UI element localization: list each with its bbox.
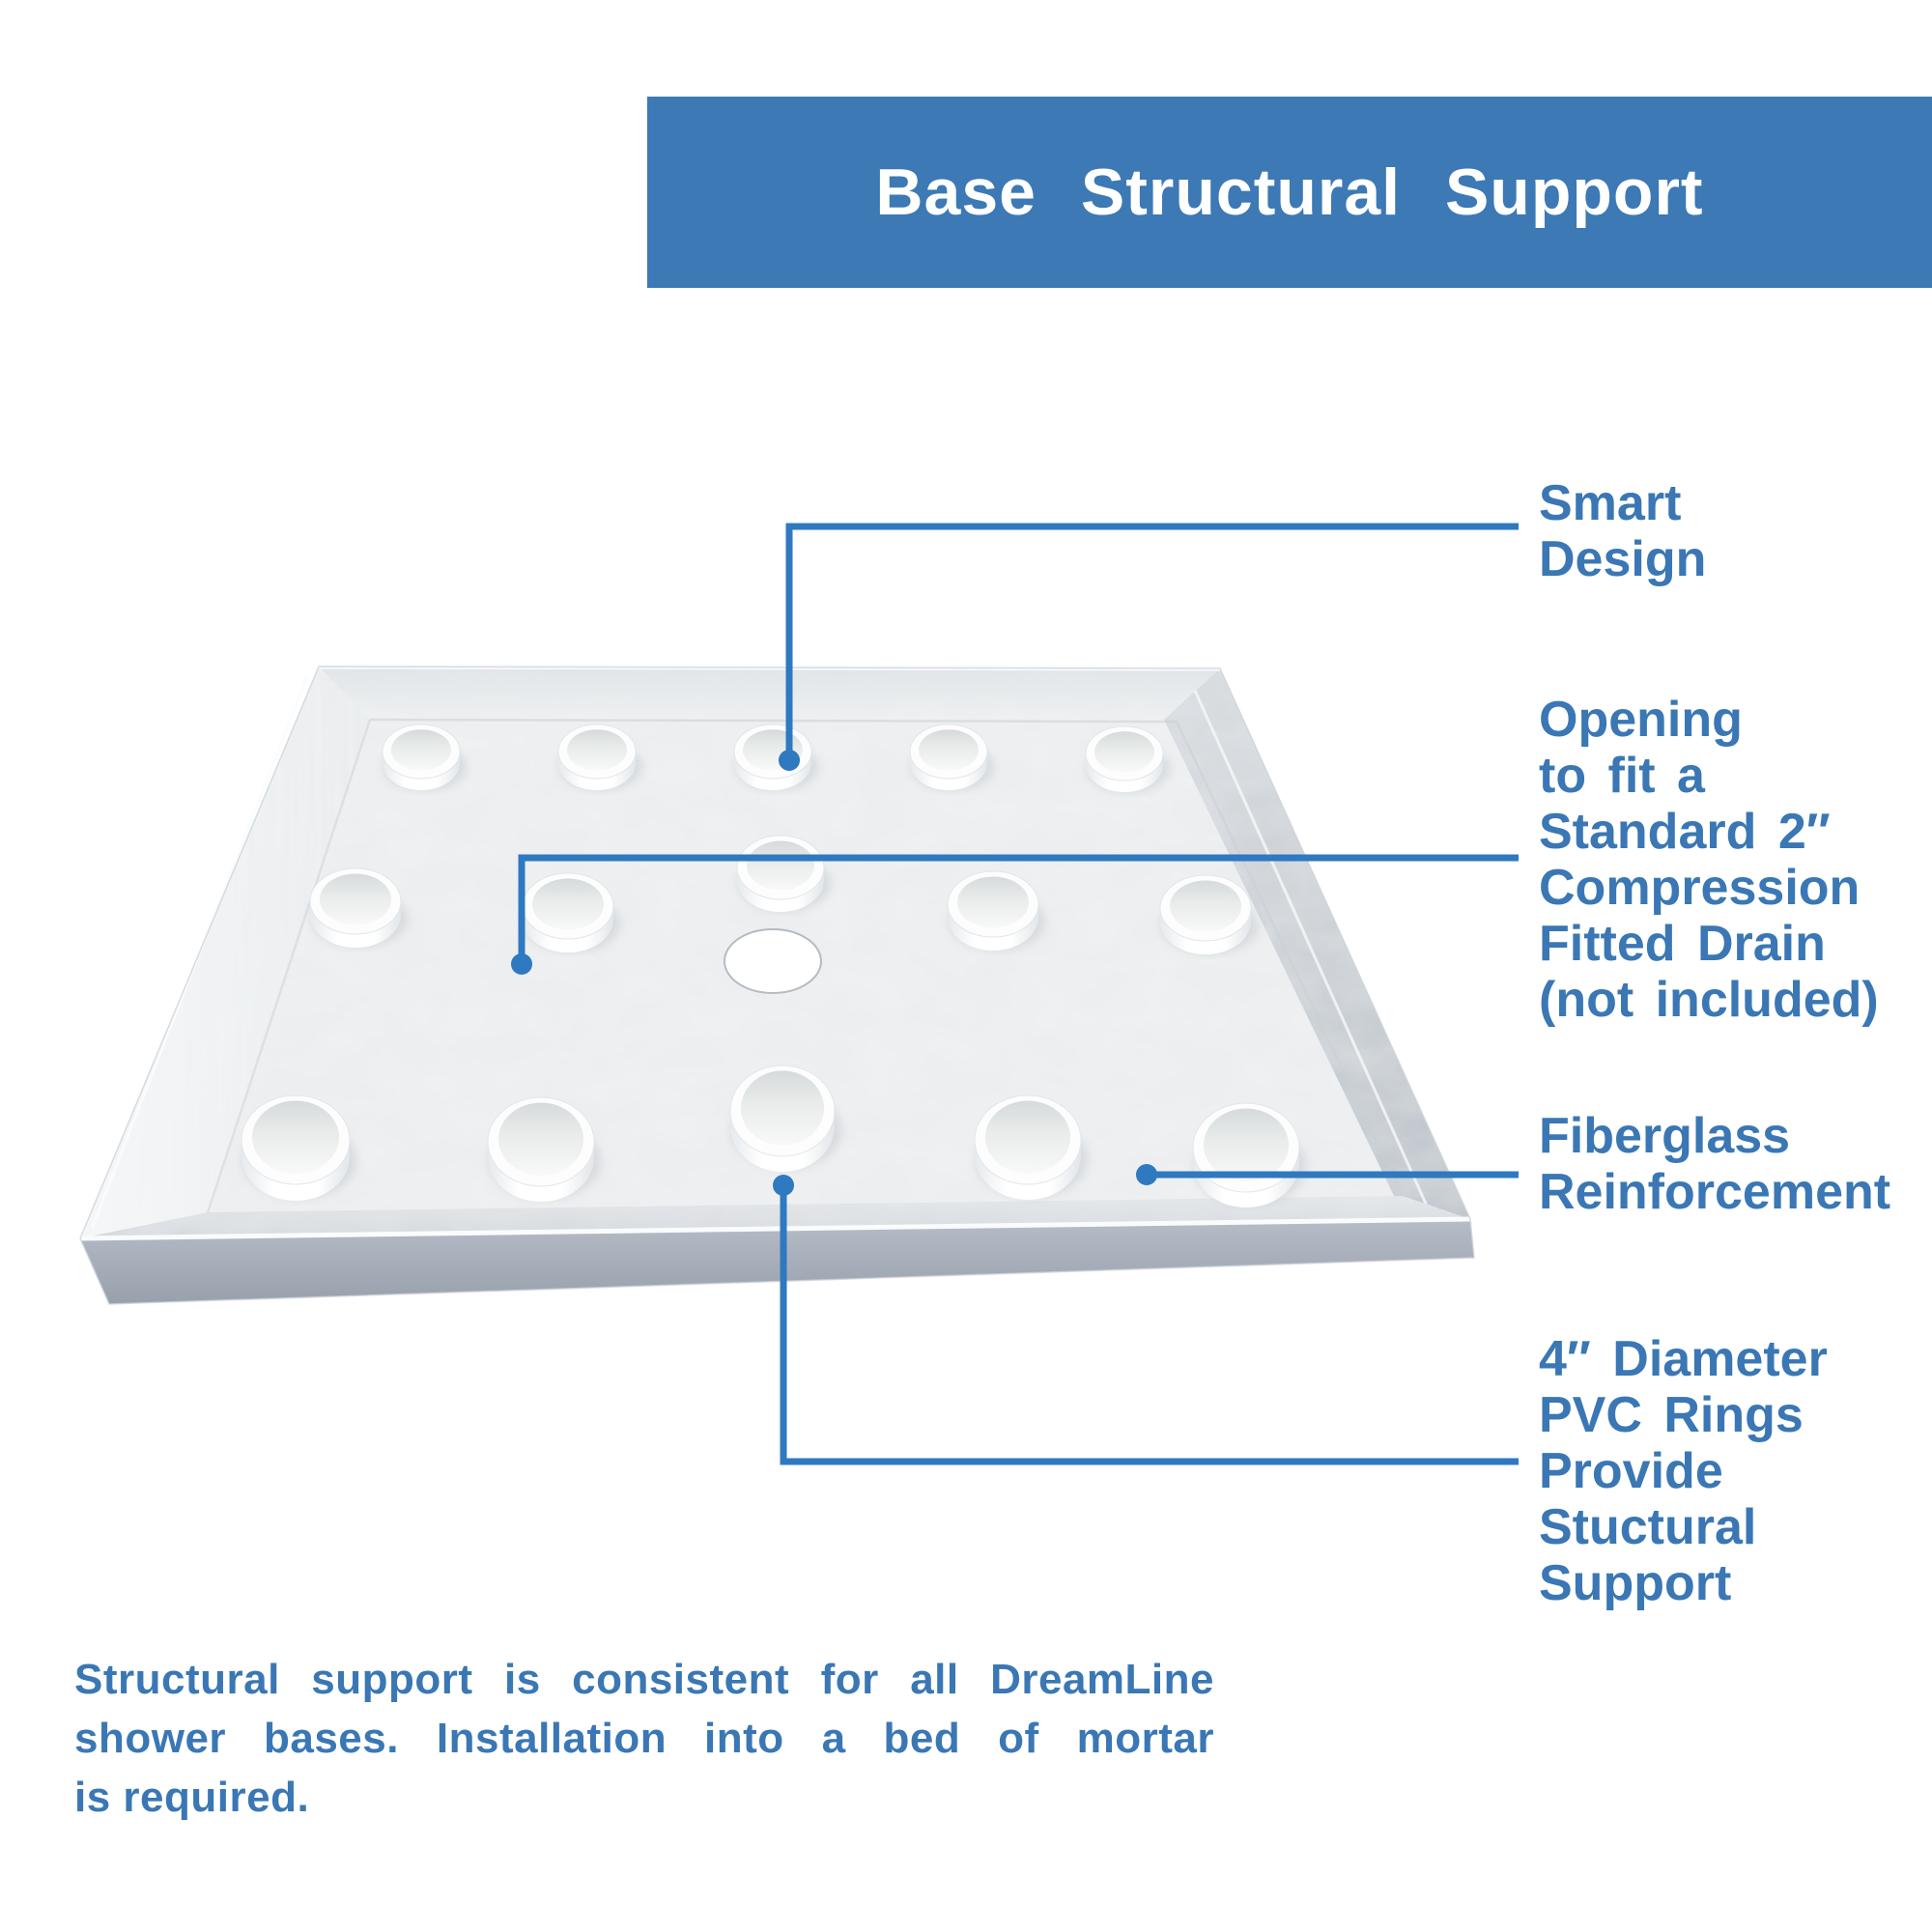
tray-interior-corner-line-left <box>206 719 372 1213</box>
callout-label-line: Standard 2″ <box>1539 804 1831 860</box>
callout-dot-fiberglass <box>1136 1164 1157 1185</box>
pvc-ring <box>974 1094 1088 1200</box>
pvc-ring <box>487 1096 601 1202</box>
callout-dot-drain-opening <box>511 953 532 975</box>
callout-label-line: Smart <box>1539 475 1682 531</box>
callout-label-line: Provide <box>1539 1443 1723 1499</box>
header-banner: Base Structural Support <box>647 97 1932 288</box>
callout-line-pvc-rings <box>780 1185 1519 1465</box>
callout-line-smart-design <box>785 523 1519 760</box>
callout-label-line: to fit a <box>1539 748 1705 804</box>
callout-label-line: Reinforcement <box>1539 1164 1891 1220</box>
pvc-ring <box>1192 1102 1306 1208</box>
callout-label-line: Design <box>1539 531 1707 587</box>
tray-interior-corner-line <box>369 718 1405 1197</box>
pvc-ring <box>241 1094 356 1201</box>
tray-right-wall <box>1164 668 1470 1219</box>
pvc-ring <box>729 1065 841 1172</box>
pvc-ring <box>522 872 620 952</box>
callout-dot-pvc-rings <box>773 1175 794 1196</box>
callout-label-line: Stuctural <box>1539 1499 1757 1555</box>
tray-front-rim-edge <box>79 1216 1471 1241</box>
pvc-ring <box>557 724 642 790</box>
pvc-ring <box>1159 874 1258 954</box>
callout-label-smart-design: Smart Design <box>1539 475 1706 587</box>
callout-dot-smart-design <box>779 750 800 771</box>
callout-label-fiberglass: Fiberglass Reinforcement <box>1539 1108 1890 1220</box>
callout-label-line: Support <box>1539 1555 1732 1611</box>
callout-label-line: Opening <box>1539 692 1743 748</box>
page-title: Base Structural Support <box>875 156 1704 229</box>
tray-front-face <box>80 1219 1474 1304</box>
tray-left-wall <box>80 667 370 1238</box>
callout-label-line: PVC Rings <box>1539 1387 1804 1443</box>
callout-label-pvc-rings: 4″ Diameter PVC Rings Provide Stuctural … <box>1539 1331 1828 1611</box>
callout-label-line: Compression <box>1539 860 1861 916</box>
callout-label-line: (not included) <box>1539 972 1879 1028</box>
callout-label-line: 4″ Diameter <box>1539 1331 1828 1387</box>
callout-label-line: Fiberglass <box>1539 1108 1791 1164</box>
pvc-ring <box>309 867 408 948</box>
callout-line-drain-opening <box>518 854 1519 964</box>
pvc-ring <box>382 724 467 790</box>
tray-front-ledge <box>80 1196 1470 1238</box>
tray-outline <box>79 666 1475 1305</box>
drain-hole <box>724 928 822 994</box>
pvc-ring <box>909 724 994 790</box>
footer-line: Structural support is consistent for all… <box>74 1656 1214 1703</box>
footer-line: is required. <box>74 1774 310 1821</box>
footer-line: shower bases. Installation into a bed of… <box>74 1715 1214 1762</box>
pvc-ring <box>947 870 1045 951</box>
pvc-ring <box>1085 725 1170 792</box>
pvc-ring <box>736 835 831 912</box>
callout-label-drain-opening: Opening to fit a Standard 2″ Compression… <box>1539 692 1879 1028</box>
callout-label-line: Fitted Drain <box>1539 916 1826 972</box>
tray-back-wall <box>319 667 1220 722</box>
footer-note: Structural support is consistent for all… <box>74 1650 1214 1827</box>
tray-right-rim-highlight <box>1193 690 1432 1213</box>
